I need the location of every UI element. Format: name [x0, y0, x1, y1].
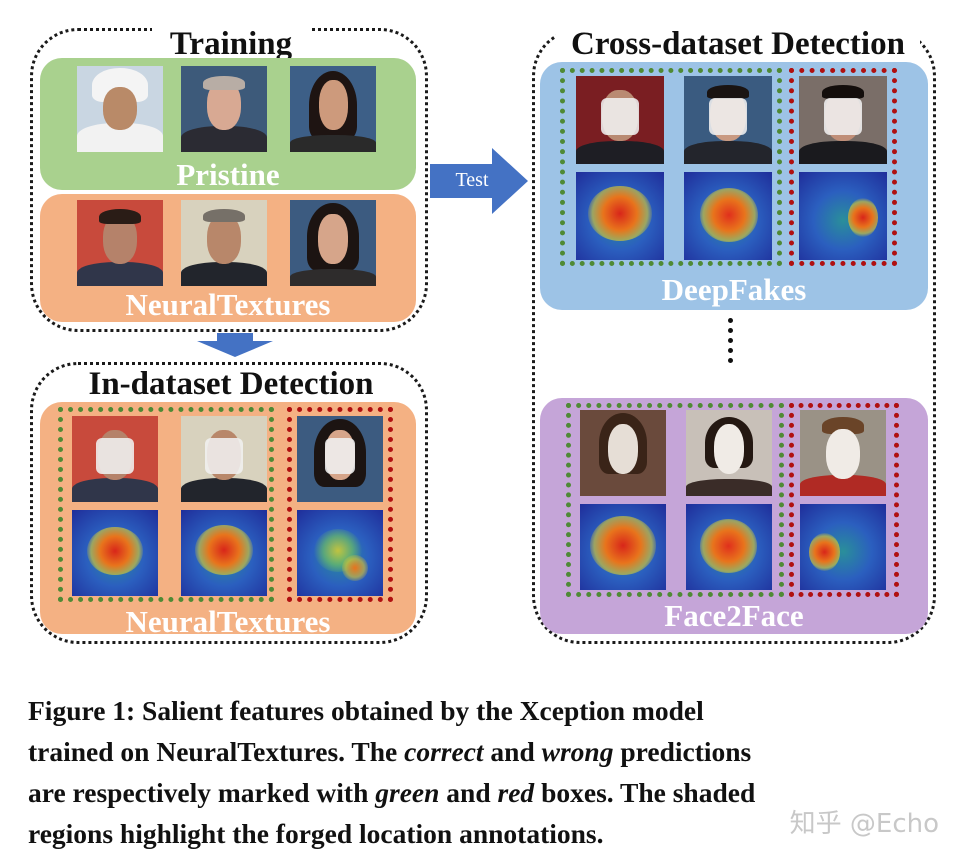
face2face-face-3	[800, 410, 886, 496]
caption-wrong-word: wrong	[541, 736, 614, 767]
deepfakes-face-1	[576, 76, 664, 164]
in-dataset-title: In-dataset Detection	[72, 366, 390, 402]
in-dataset-frame	[30, 362, 428, 644]
deepfakes-heatmap-1	[576, 172, 664, 260]
neural-face-2	[181, 200, 267, 286]
in-dataset-heatmap-1	[72, 510, 158, 596]
in-dataset-heatmap-2	[181, 510, 267, 596]
neural-face-1	[77, 200, 163, 286]
face2face-correct-box	[566, 403, 784, 597]
in-dataset-label: NeuralTextures	[125, 604, 331, 639]
in-dataset-wrong-box	[287, 407, 393, 602]
in-dataset-face-3	[297, 416, 383, 502]
pristine-face-2	[181, 66, 267, 152]
deepfakes-correct-box	[560, 68, 782, 266]
caption-line-1: Figure 1: Salient features obtained by t…	[28, 695, 704, 726]
face2face-label: Face2Face	[664, 598, 804, 633]
figure-caption: Figure 1: Salient features obtained by t…	[28, 690, 938, 854]
pristine-face-1	[77, 66, 163, 152]
caption-line-3: are respectively marked with green and r…	[28, 777, 756, 808]
caption-correct-word: correct	[404, 736, 484, 767]
in-dataset-face-1	[72, 416, 158, 502]
watermark: 知乎 @Echo	[789, 809, 939, 839]
deepfakes-heatmap-2	[684, 172, 772, 260]
vertical-ellipsis-icon	[728, 318, 733, 368]
in-dataset-correct-box	[58, 407, 274, 602]
face2face-heatmap-3	[800, 504, 886, 590]
deepfakes-heatmap-3	[799, 172, 887, 260]
deepfakes-face-2	[684, 76, 772, 164]
test-label: Test	[455, 169, 489, 191]
caption-line-4: regions highlight the forged location an…	[28, 818, 604, 849]
in-dataset-face-2	[181, 416, 267, 502]
face2face-wrong-box	[789, 403, 899, 597]
in-dataset-heatmap-3	[297, 510, 383, 596]
training-title: Training	[152, 26, 310, 62]
test-arrow-icon	[430, 148, 528, 214]
caption-red-word: red	[497, 777, 535, 808]
caption-line-2: trained on NeuralTextures. The correct a…	[28, 736, 752, 767]
pristine-label: Pristine	[176, 157, 280, 192]
deepfakes-wrong-box	[789, 68, 897, 266]
neural-face-3	[290, 200, 376, 286]
neuraltextures-training-label: NeuralTextures	[125, 287, 331, 322]
cross-dataset-title: Cross-dataset Detection	[556, 26, 920, 62]
face2face-face-2	[686, 410, 772, 496]
face2face-heatmap-2	[686, 504, 772, 590]
pristine-face-3	[290, 66, 376, 152]
face2face-face-1	[580, 410, 666, 496]
face2face-heatmap-1	[580, 504, 666, 590]
deepfakes-face-3	[799, 76, 887, 164]
caption-green-word: green	[375, 777, 440, 808]
deepfakes-label: DeepFakes	[661, 272, 807, 307]
down-arrow-icon	[197, 333, 273, 357]
